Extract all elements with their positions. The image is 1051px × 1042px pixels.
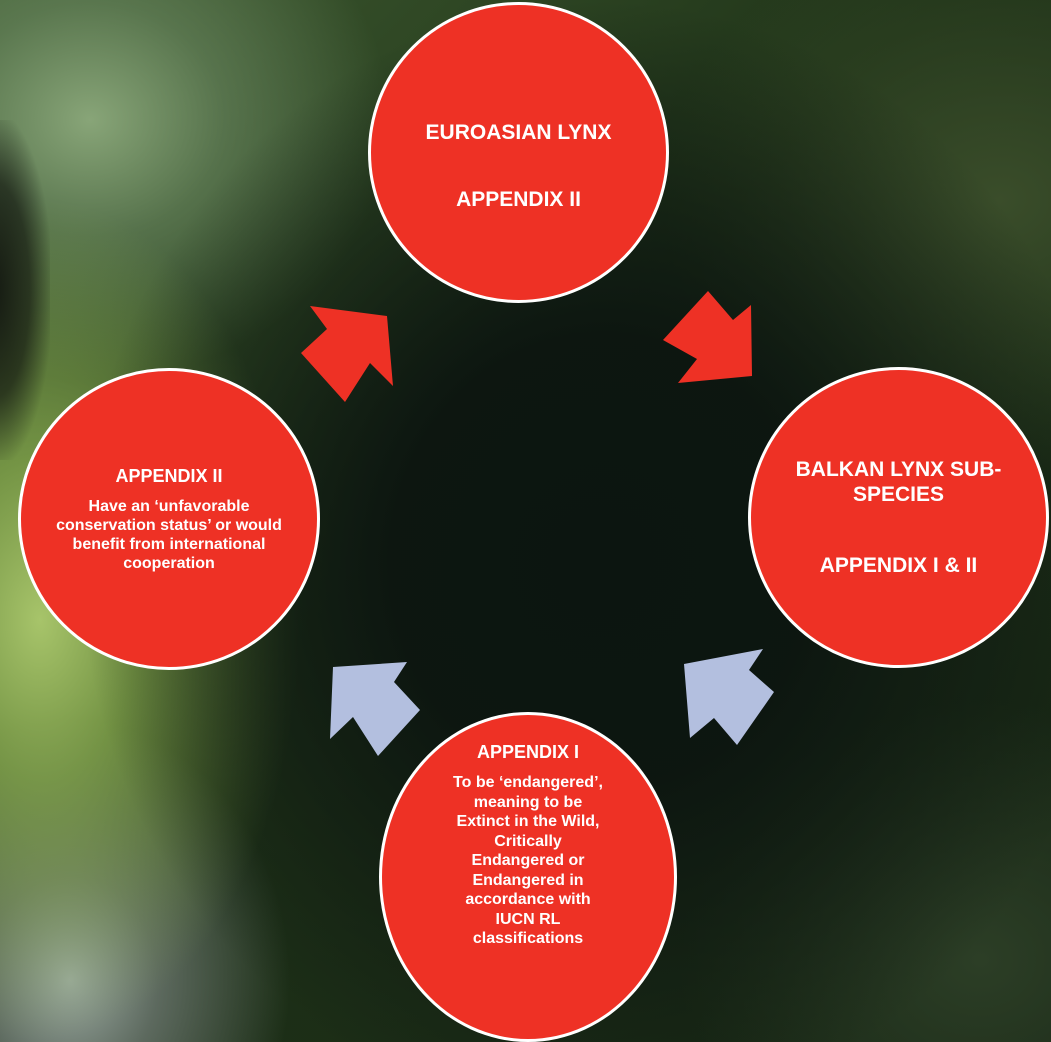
arrow-top-to-right	[663, 291, 752, 383]
arrow-right-to-bottom	[684, 649, 774, 745]
node-title: BALKAN LYNX SUB-SPECIES	[795, 458, 1002, 506]
node-appendix-i: APPENDIX I To be ‘endangered’, meaning t…	[379, 712, 677, 1042]
background-shadow	[0, 120, 50, 460]
node-body: To be ‘endangered’, meaning to be Extinc…	[453, 774, 603, 947]
node-title: EUROASIAN LYNX	[425, 120, 612, 144]
arrow-left-to-top	[301, 306, 393, 402]
node-title: APPENDIX II	[115, 466, 223, 486]
arrow-bottom-to-left	[330, 662, 420, 756]
node-subtitle: APPENDIX II	[456, 187, 581, 211]
node-subtitle: APPENDIX I & II	[819, 554, 978, 577]
node-body: Have an ‘unfavorable conservation status…	[56, 498, 282, 572]
node-appendix-ii: APPENDIX II Have an ‘unfavorable conserv…	[18, 368, 320, 670]
node-title: APPENDIX I	[476, 742, 580, 762]
node-balkan-lynx: BALKAN LYNX SUB-SPECIES APPENDIX I & II	[748, 367, 1049, 668]
node-euroasian-lynx: EUROASIAN LYNX APPENDIX II	[368, 2, 669, 303]
